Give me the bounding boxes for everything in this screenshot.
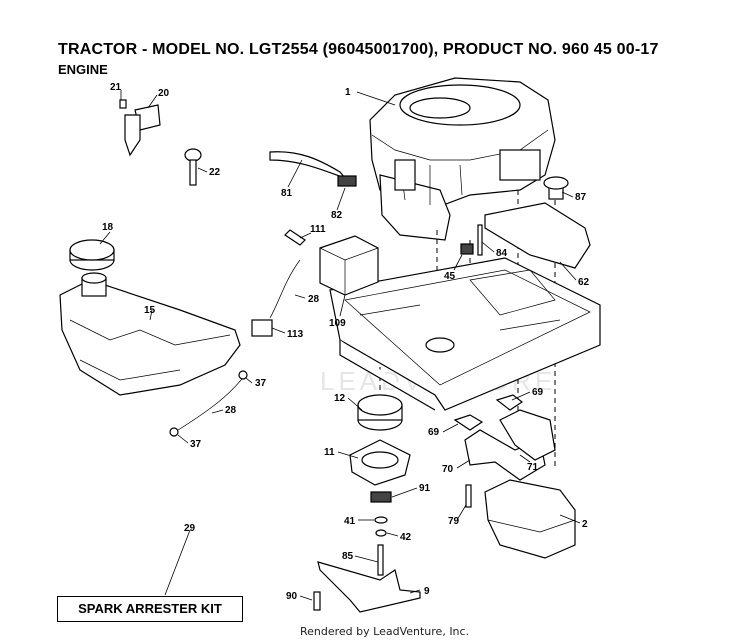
section-subtitle: ENGINE	[58, 62, 108, 77]
callout-label: 20	[158, 88, 170, 99]
hose-part	[174, 374, 246, 433]
callout-label: 28	[225, 405, 237, 416]
callout-label: 12	[334, 393, 346, 404]
callout-label: 2	[582, 519, 588, 530]
callout-label: 81	[281, 188, 293, 199]
callout-label: 37	[190, 439, 202, 450]
callout-label: 22	[209, 167, 221, 178]
footer-credit: Rendered by LeadVenture, Inc.	[300, 625, 470, 638]
callout-label: 91	[419, 483, 431, 494]
spark-arrester-kit-label: SPARK ARRESTER KIT	[57, 596, 243, 622]
bolt-part	[477, 224, 483, 256]
pulley-part	[357, 394, 403, 431]
callout-label: 109	[329, 318, 346, 329]
washer-part	[375, 529, 387, 537]
knob-part	[543, 176, 569, 200]
page-title: TRACTOR - MODEL NO. LGT2554 (96045001700…	[58, 41, 659, 58]
callout-label: 21	[110, 82, 122, 93]
gasket-part	[453, 414, 484, 431]
nut-part	[460, 243, 474, 255]
fitting-part	[337, 175, 357, 187]
bolt-part	[313, 591, 321, 611]
hose-part	[269, 259, 301, 319]
fuel-tank-part	[59, 272, 241, 396]
bolt-part	[184, 148, 202, 186]
callout-label: 1	[345, 87, 351, 98]
callout-label: 42	[400, 532, 412, 543]
callout-label: 71	[527, 462, 539, 473]
callout-label: 11	[324, 447, 335, 458]
callout-label: 41	[344, 516, 356, 527]
module-part	[319, 235, 379, 296]
callout-label: 69	[532, 387, 544, 398]
exhaust-pipe-part	[499, 409, 556, 461]
callout-label: 28	[308, 294, 320, 305]
callout-label: 70	[442, 464, 454, 475]
clutch-part	[349, 439, 411, 486]
callout-label: 62	[578, 277, 590, 288]
engine-part	[369, 77, 556, 241]
hose-part	[284, 229, 306, 246]
exhaust-pipe-part	[464, 429, 546, 481]
bolt-part	[377, 544, 384, 576]
callout-label: 82	[331, 210, 343, 221]
callout-label: 85	[342, 551, 354, 562]
callout-label: 15	[144, 305, 156, 316]
fuel-line-part	[269, 151, 347, 180]
callout-label: 113	[287, 329, 304, 340]
fuel-cap-part	[69, 239, 115, 271]
callout-label: 29	[184, 523, 196, 534]
washer-part	[374, 516, 388, 524]
callout-label: 45	[444, 271, 456, 282]
callout-label: 69	[428, 427, 440, 438]
spacer-part	[370, 491, 392, 503]
callout-label: 79	[448, 516, 460, 527]
bracket-part	[317, 561, 421, 613]
frame-plate	[329, 257, 601, 411]
muffler-part	[484, 479, 576, 559]
filter-part	[251, 319, 273, 337]
plate-part	[484, 202, 591, 269]
clamp-part	[238, 370, 248, 380]
callout-label: 90	[286, 591, 298, 602]
bolt-part	[465, 484, 472, 508]
callout-label: 87	[575, 192, 587, 203]
throttle-part	[119, 99, 161, 157]
callout-label: 9	[424, 586, 430, 597]
callout-label: 84	[496, 248, 508, 259]
callout-label: 111	[310, 224, 326, 235]
clamp-part	[169, 427, 179, 437]
callout-label: 18	[102, 222, 114, 233]
callout-label: 37	[255, 378, 267, 389]
